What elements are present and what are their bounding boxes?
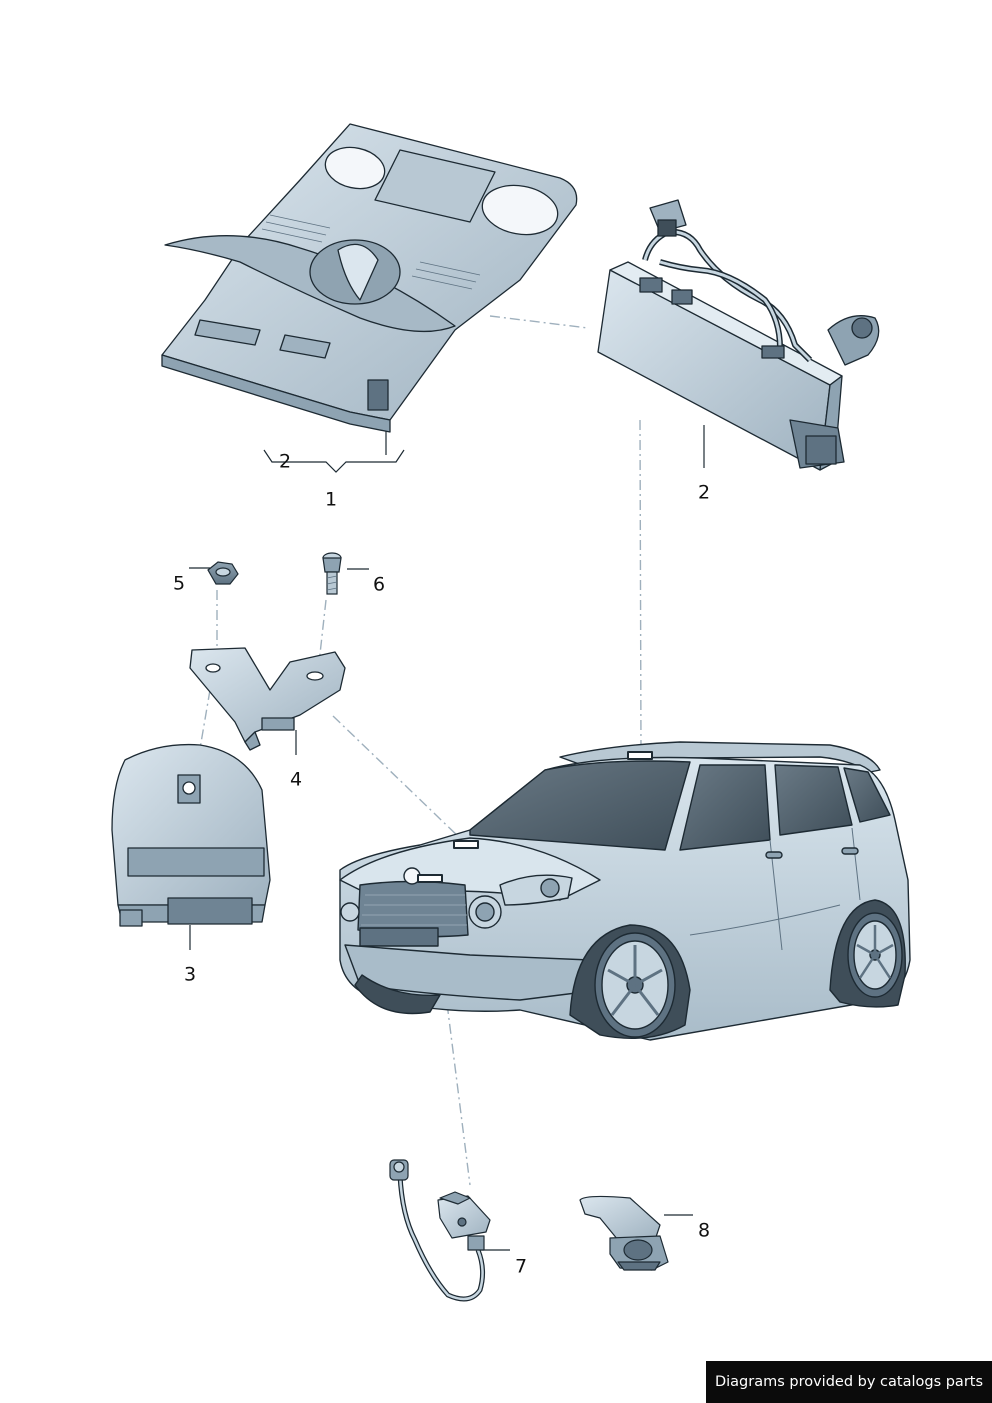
- cable-sensor-icon: [389, 1159, 491, 1302]
- leader-lines: [194, 315, 642, 1186]
- callout-label-2-module: 2: [697, 481, 711, 504]
- stud-bolt-icon: [322, 552, 342, 595]
- callout-label-2-console: 2: [278, 450, 292, 473]
- callout-label-1: 1: [324, 488, 338, 511]
- footer-credit-banner: Diagrams provided by catalogs parts: [706, 1361, 992, 1403]
- clip-holder-icon: [579, 1195, 669, 1271]
- suv-icon: [339, 741, 911, 1041]
- callout-label-5: 5: [172, 572, 186, 595]
- callout-label-4: 4: [289, 768, 303, 791]
- callout-label-7: 7: [514, 1255, 528, 1278]
- roof-console-icon: [161, 123, 578, 433]
- module-housing-icon: [111, 743, 271, 927]
- callout-label-8: 8: [697, 1219, 711, 1242]
- control-module-icon: [597, 199, 880, 471]
- callout-label-3: 3: [183, 963, 197, 986]
- callout-label-6: 6: [372, 573, 386, 596]
- hex-nut-icon: [207, 561, 239, 585]
- bracket-icon: [189, 647, 346, 751]
- footer-credit-text: Diagrams provided by catalogs parts: [714, 1374, 984, 1390]
